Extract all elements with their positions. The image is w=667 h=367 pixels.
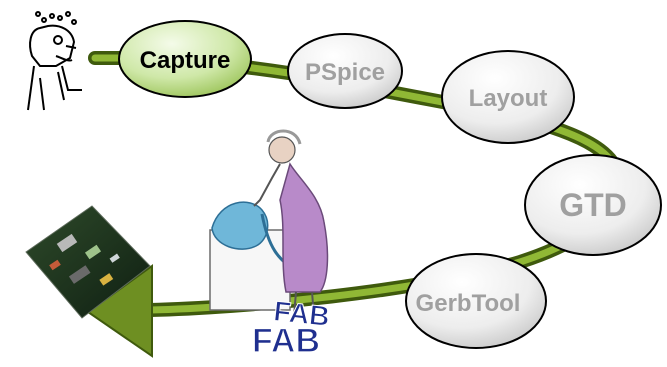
node-gerbtool: GerbTool [405,253,547,349]
laundry-person-icon [209,129,329,317]
node-pspice-label: PSpice [305,59,385,86]
node-layout: Layout [441,50,575,144]
node-gerbtool-label: GerbTool [416,290,521,317]
fab-stamp: FAB FAB [251,295,331,361]
node-gtd-label: GTD [559,187,627,223]
pcb-board-image [25,205,151,319]
node-gtd: GTD [524,154,662,256]
flow-path [88,51,627,317]
fab-label-back: FAB [272,295,331,332]
thinking-person-icon [27,11,82,111]
node-layout-label: Layout [469,85,548,112]
node-capture-label: Capture [140,47,231,74]
node-capture: Capture [118,20,252,98]
fab-label-front: FAB [252,322,320,360]
node-pspice: PSpice [287,33,403,109]
